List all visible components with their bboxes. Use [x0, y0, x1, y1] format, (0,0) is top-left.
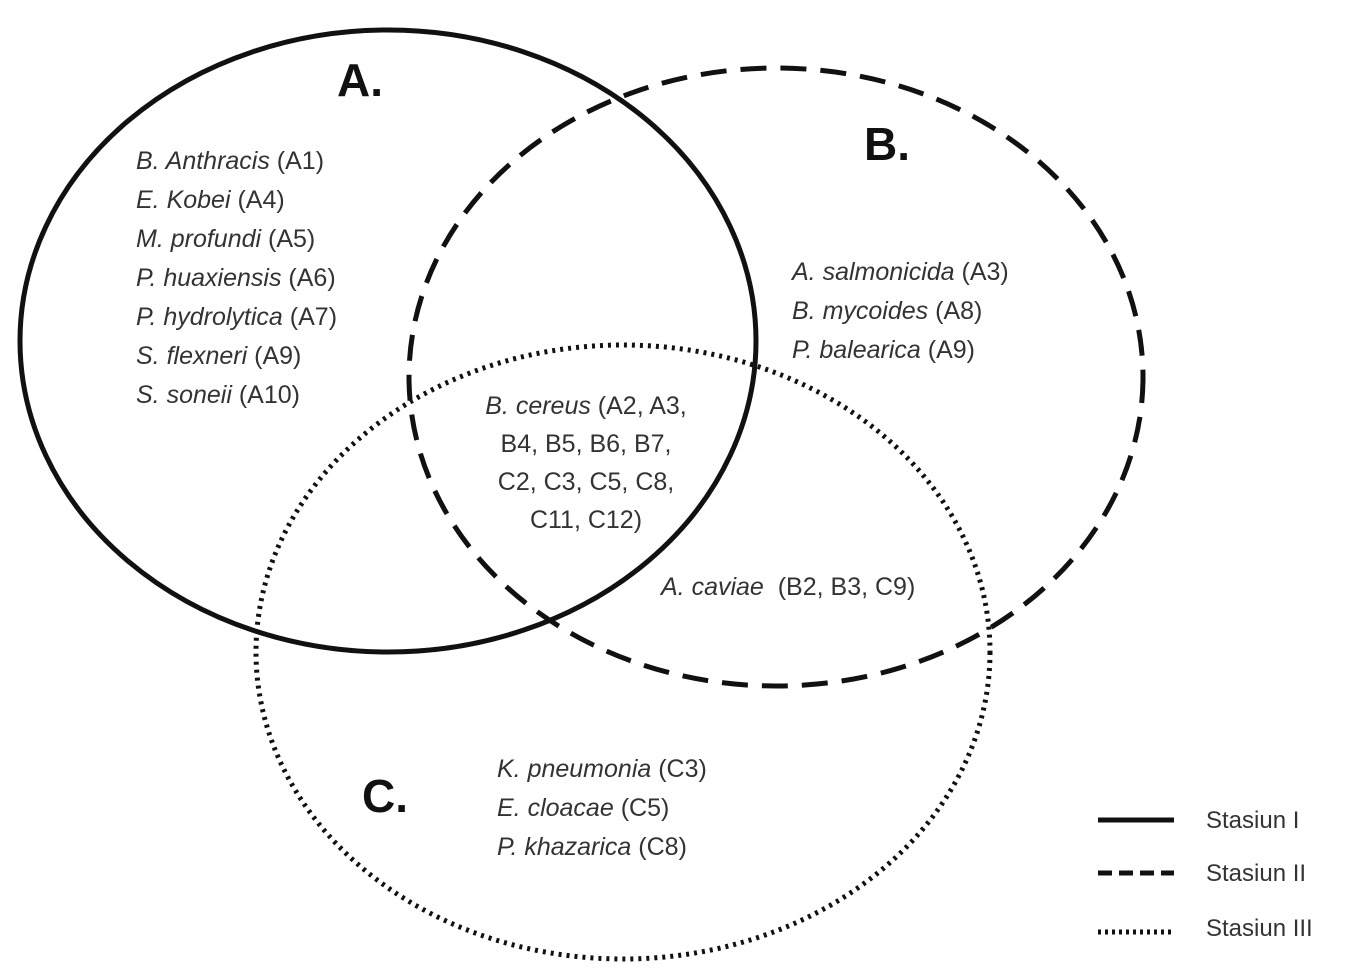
legend: Stasiun I Stasiun II Stasiun III — [1098, 807, 1313, 942]
set-c-label: C. — [362, 770, 408, 822]
list-item: M. profundi (A5) — [136, 225, 315, 253]
list-item: S. soneii (A10) — [136, 381, 300, 409]
region-bc: A. caviae (B2, B3, C9) — [659, 573, 915, 601]
region-b-only: A. salmonicida (A3) B. mycoides (A8) P. … — [790, 258, 1009, 364]
set-a-label: A. — [337, 54, 383, 106]
list-item: B. mycoides (A8) — [792, 297, 982, 325]
list-item: P. hydrolytica (A7) — [136, 303, 337, 331]
list-item: B. Anthracis (A1) — [136, 147, 324, 175]
set-c-circle — [253, 342, 993, 962]
list-item: A. salmonicida (A3) — [790, 258, 1009, 286]
region-abc: B. cereus (A2, A3, B4, B5, B6, B7, C2, C… — [485, 392, 687, 534]
list-item: S. flexneri (A9) — [136, 342, 301, 370]
set-b-circle — [406, 65, 1146, 689]
set-a-circle — [17, 27, 759, 655]
set-b-label: B. — [864, 118, 910, 170]
abc-line-2: B4, B5, B6, B7, — [501, 430, 672, 458]
list-item: P. khazarica (C8) — [497, 833, 687, 861]
region-c-only: K. pneumonia (C3) E. cloacae (C5) P. kha… — [497, 755, 707, 861]
abc-line-4: C11, C12) — [530, 506, 642, 534]
list-item: A. caviae (B2, B3, C9) — [659, 573, 915, 601]
legend-label: Stasiun III — [1206, 915, 1313, 942]
abc-line-3: C2, C3, C5, C8, — [498, 468, 674, 496]
region-a-only: B. Anthracis (A1) E. Kobei (A4) M. profu… — [136, 147, 337, 409]
abc-line-1: B. cereus (A2, A3, — [485, 392, 687, 420]
list-item: E. Kobei (A4) — [136, 186, 285, 214]
legend-label: Stasiun II — [1206, 860, 1306, 887]
list-item: P. huaxiensis (A6) — [136, 264, 336, 292]
list-item: E. cloacae (C5) — [497, 794, 669, 822]
list-item: K. pneumonia (C3) — [497, 755, 707, 783]
legend-label: Stasiun I — [1206, 807, 1299, 834]
list-item: P. balearica (A9) — [792, 336, 975, 364]
